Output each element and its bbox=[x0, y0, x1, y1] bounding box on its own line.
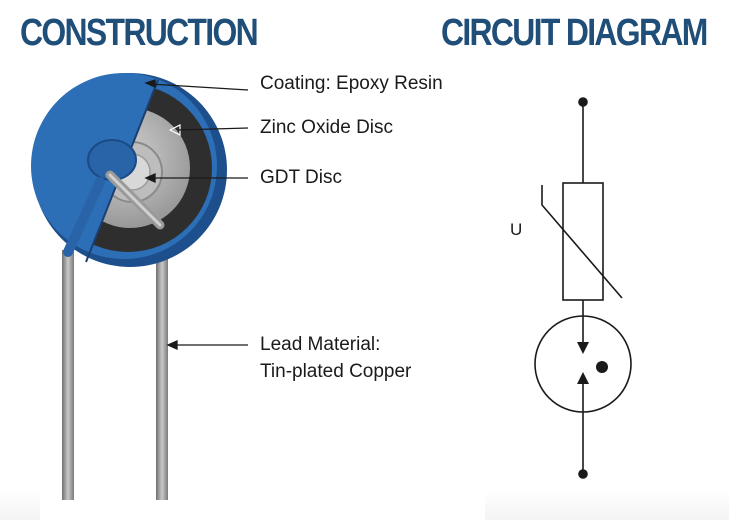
terminal-bottom bbox=[578, 469, 588, 479]
label-zinc-oxide-disc: Zinc Oxide Disc bbox=[260, 117, 394, 138]
construction-heading: CONSTRUCTION bbox=[20, 12, 259, 54]
terminal-top bbox=[578, 97, 588, 107]
varistor-resistor bbox=[562, 182, 604, 301]
voltage-label: U bbox=[510, 220, 523, 239]
bottom-fade-right bbox=[485, 490, 729, 520]
label-coating: Coating: Epoxy Resin bbox=[260, 73, 443, 94]
bottom-fade-left bbox=[0, 490, 40, 520]
label-gdt-disc: GDT Disc bbox=[260, 167, 342, 188]
leader-lines bbox=[144, 79, 249, 351]
gas-dot bbox=[596, 361, 608, 373]
label-lead-material: Lead Material: bbox=[260, 334, 381, 355]
varistor-slash bbox=[541, 185, 623, 299]
lead-left bbox=[62, 250, 74, 500]
circuit-diagram-heading: CIRCUIT DIAGRAM bbox=[441, 12, 708, 54]
gdt-arrow-up bbox=[577, 372, 589, 384]
label-lead-material-detail: Tin-plated Copper bbox=[260, 361, 412, 382]
gdt-arrow-down bbox=[577, 342, 589, 354]
lead-right bbox=[156, 218, 168, 500]
